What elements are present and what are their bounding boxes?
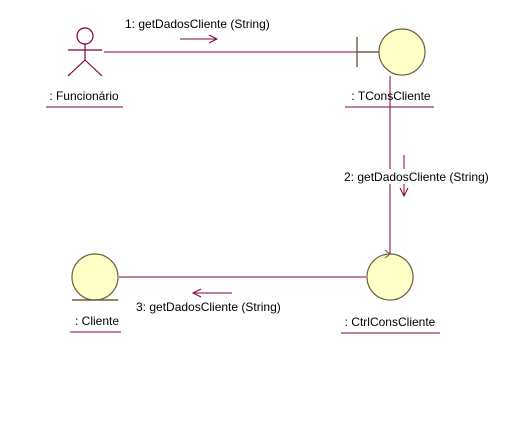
message-3-label: 3: getDadosCliente (String) — [136, 300, 281, 314]
control-arrowhead — [384, 249, 391, 259]
object-ctrlconscliente-label: : CtrlConsCliente — [345, 315, 436, 329]
boundary-circle — [378, 28, 426, 76]
actor-head — [76, 27, 94, 45]
message-3-arrow-head — [191, 288, 202, 298]
message-2[interactable]: 2: getDadosCliente (String) — [343, 155, 495, 198]
message-2-label-bg — [343, 169, 495, 184]
boundary-tconscliente[interactable]: : TConsCliente — [345, 28, 434, 108]
actor-funcionario[interactable]: : Funcionário — [46, 27, 123, 108]
message-1-arrow-head — [208, 34, 219, 44]
control-ctrlconscliente[interactable]: : CtrlConsCliente — [341, 249, 440, 334]
object-cliente-label: : Cliente — [75, 314, 119, 328]
actor-left-leg — [67, 59, 86, 77]
message-2-label: 2: getDadosCliente (String) — [344, 170, 489, 184]
actor-funcionario-label: : Funcionário — [49, 89, 119, 103]
actor-right-leg — [84, 59, 103, 77]
message-3[interactable]: 3: getDadosCliente (String) — [136, 288, 281, 314]
entity-cliente[interactable]: : Cliente — [70, 253, 121, 333]
message-1-label: 1: getDadosCliente (String) — [125, 17, 270, 31]
object-tconscliente-label: : TConsCliente — [351, 89, 430, 103]
message-2-arrow-head — [399, 187, 409, 198]
entity-circle — [71, 253, 119, 301]
control-circle — [366, 253, 414, 301]
message-1[interactable]: 1: getDadosCliente (String) — [125, 17, 270, 44]
